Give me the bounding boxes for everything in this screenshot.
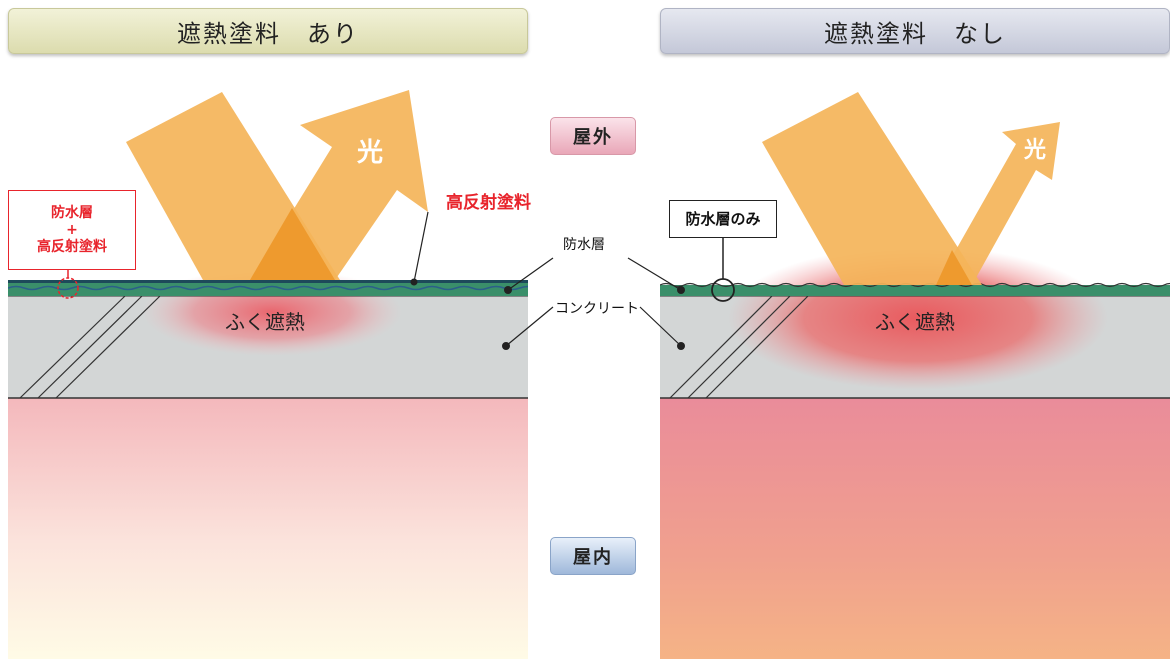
left-waterproof-layer [8, 282, 528, 296]
right-interior [660, 398, 1170, 659]
right-incoming-light [762, 92, 982, 285]
left-callout-line2: + [66, 221, 78, 238]
right-light-overlap [936, 250, 972, 285]
left-callout: 防水層 + 高反射塗料 [8, 190, 136, 270]
right-waterproof-layer [660, 285, 1170, 296]
left-title: 遮熱塗料 あり [8, 8, 528, 54]
left-heat-label: ふく遮熱 [225, 310, 305, 334]
right-heat-label: ふく遮熱 [875, 310, 955, 334]
left-callout-line1: 防水層 [51, 204, 93, 221]
inside-badge: 屋内 [550, 537, 636, 575]
right-heat-spot [728, 246, 1108, 390]
right-light-label: 光 [1024, 138, 1047, 163]
outside-badge: 屋外 [550, 117, 636, 155]
concrete-label: コンクリート [555, 301, 639, 317]
leader-lines [410, 211, 685, 350]
right-callout: 防水層のみ [669, 200, 777, 238]
coating-label: 高反射塗料 [446, 193, 531, 213]
left-light-overlap [250, 208, 335, 280]
left-light-label: 光 [357, 138, 384, 168]
right-reflected-light [936, 122, 1060, 285]
right-title: 遮熱塗料 なし [660, 8, 1170, 54]
left-interior [8, 398, 528, 659]
left-callout-line3: 高反射塗料 [37, 238, 107, 255]
waterproof-label: 防水層 [563, 237, 605, 253]
